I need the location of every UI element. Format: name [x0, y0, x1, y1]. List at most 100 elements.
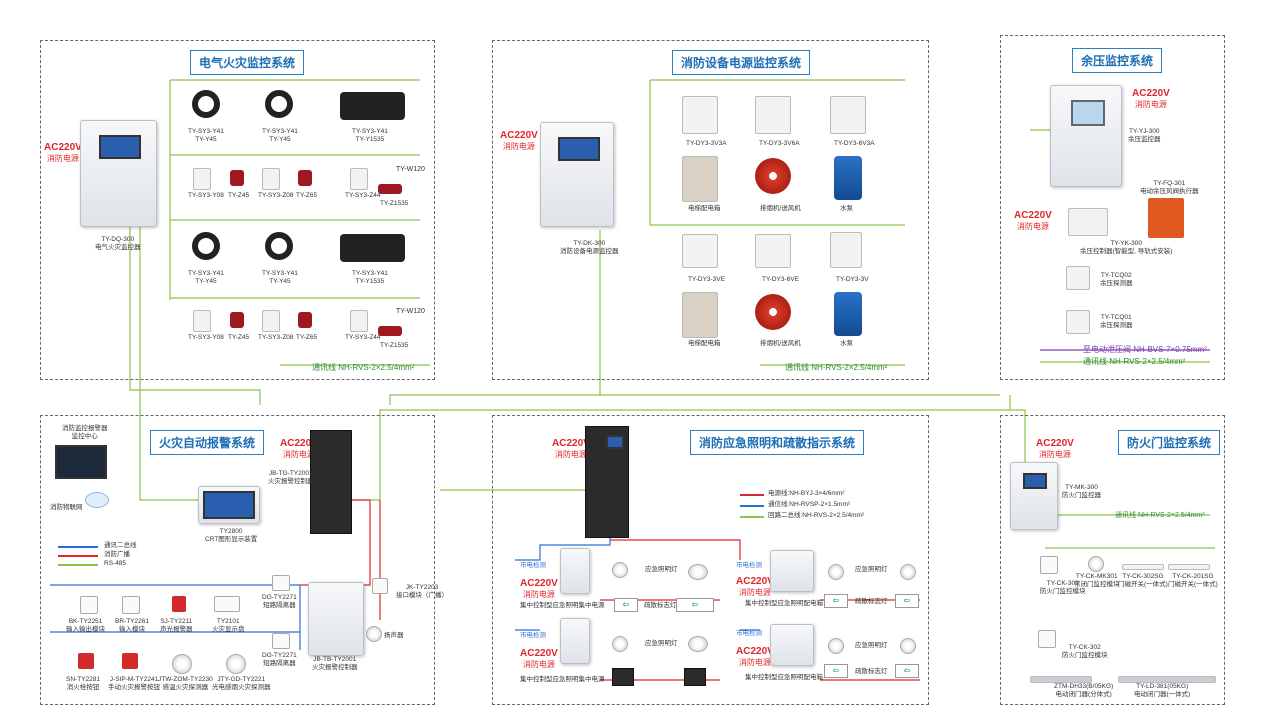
jb-tg-controller[interactable] — [310, 430, 352, 534]
door-magnet-1 — [1122, 564, 1164, 570]
mk300-label: TY-MK-300 防火门监控器 — [1062, 484, 1101, 499]
row2-label-6: TY-Z1535 — [380, 200, 409, 207]
tcq02-sensor — [1066, 266, 1090, 290]
door-closer-1 — [1030, 676, 1092, 683]
door-module-1 — [1040, 556, 1058, 574]
monitor-screen — [99, 135, 141, 159]
dk300-monitor[interactable] — [540, 122, 614, 227]
smoke-fan-icon — [755, 294, 791, 330]
fire-door-wire-note: 通讯线 NH-RVS-2×2.5/4mm² — [1115, 512, 1205, 519]
fd-d5: TY-CK-302 防火门监控模块 — [1062, 644, 1108, 659]
dg2-label: DG-TY2271 短路隔离器 — [262, 652, 297, 667]
crt-screen — [203, 491, 255, 519]
power-sensor — [682, 96, 718, 134]
power-monitor-panel — [492, 40, 929, 380]
io-module-icon — [80, 596, 98, 614]
monitor-screen — [558, 137, 600, 161]
dev2-label-1: SN-TY2281 消火栓按钮 — [66, 676, 100, 691]
isolator-1 — [272, 575, 290, 591]
module — [193, 168, 211, 190]
door-closer-2 — [1118, 676, 1216, 683]
monitor-screen — [1023, 473, 1047, 489]
power-monitor-title: 消防设备电源监控系统 — [672, 50, 811, 75]
power-sensor — [830, 96, 866, 134]
em-ac-2: AC220V 消防电源 — [520, 648, 558, 670]
central-power-2[interactable] — [560, 618, 590, 664]
legend-3: RS-485 — [104, 560, 127, 567]
fire-alarm-panel — [40, 415, 435, 705]
yj300-monitor[interactable] — [1050, 85, 1122, 187]
pm-bot-2: TY-DY3-6VE — [762, 276, 799, 283]
hydrant-button-icon — [78, 653, 94, 669]
ac-voltage: AC220V — [1132, 88, 1170, 99]
pm-top-eq-2: 排烟机/送风机 — [760, 205, 801, 212]
power-sensor — [682, 234, 718, 268]
door-magnet-2 — [1168, 564, 1210, 570]
ac-voltage: AC220V — [520, 578, 558, 589]
em-exit-1: 疏散标志灯 — [644, 602, 677, 609]
central-power-1[interactable] — [560, 548, 590, 594]
distribution-box-2[interactable] — [770, 624, 814, 666]
fq301-label: TY-FQ-301 电动余压风阀执行器 — [1140, 180, 1199, 195]
sound-light-alarm-icon — [172, 596, 186, 612]
em-legend-1: 电源线:NH-BYJ-3×4/6mm² — [768, 490, 845, 497]
ac-source: 消防电源 — [738, 588, 771, 597]
row4-label-2: TY-Z45 — [228, 334, 250, 341]
water-pump-icon — [834, 156, 862, 200]
yk300-controller — [1068, 208, 1108, 236]
jb-tb-controller[interactable] — [308, 582, 364, 656]
tcq01-sensor — [1066, 310, 1090, 334]
fd-d7: TY-LD-381(05KG) 电动闭门器(一体式) — [1134, 683, 1191, 698]
fire-door-panel — [1000, 415, 1225, 705]
distribution-box-1[interactable] — [770, 550, 814, 592]
emergency-lamp-icon — [688, 564, 708, 580]
fire-alarm-ac: AC220V 消防电源 — [280, 438, 318, 460]
em-city-1: 市电检测 — [520, 562, 546, 569]
fire-alarm-title: 火灾自动报警系统 — [150, 430, 265, 455]
tcq02-label: TY-TCQ02 余压探测器 — [1100, 272, 1133, 287]
door-module-3 — [1038, 630, 1056, 648]
legend-line-green — [740, 516, 764, 518]
emergency-lamp-icon — [828, 638, 844, 654]
ac-source: 消防电源 — [522, 660, 555, 669]
jk-label: JK-TY2203 接口模块（广播） — [396, 584, 448, 599]
yk300-label: TY-YK-300 余压控制器(智能型, 导轨式安装) — [1080, 240, 1173, 255]
residual-wire-1: 至电动泄压阀 NH-BVS-7×0.75mm² — [1083, 345, 1207, 354]
current-transformer-ring — [192, 232, 220, 260]
speaker-label: 扬声器 — [384, 632, 404, 639]
fire-door-ac: AC220V 消防电源 — [1036, 438, 1074, 460]
module — [262, 310, 280, 332]
ac-source: 消防电源 — [738, 658, 771, 667]
ac-source: 消防电源 — [1016, 222, 1049, 231]
row2-label-3: TY-SY3-Z08 — [258, 192, 294, 199]
row2-label-5: TY-SY3-Z44 — [345, 192, 381, 199]
ac-voltage: AC220V — [500, 130, 538, 141]
row1-label-2: TY-SY3-Y41 TY-Y45 — [262, 128, 298, 143]
legend-line-blue — [740, 505, 764, 507]
power-monitor-ac: AC220V 消防电源 — [500, 130, 538, 152]
water-pump-icon — [834, 292, 862, 336]
em-lamp-3: 应急照明灯 — [855, 566, 888, 573]
dev2-label-4: JTY-GD-TY2221 光电感烟火灾探测器 — [212, 676, 271, 691]
fd-d1: TY-CK-301 防火门监控模块 — [1040, 580, 1086, 595]
crt-label: TY2800 CRT图形显示装置 — [205, 528, 258, 543]
ac-source: 消防电源 — [554, 450, 587, 459]
fd-d6: ZTM-DH33(B/05KG) 电动闭门器(分体式) — [1054, 683, 1114, 698]
pressure-actuator — [1148, 198, 1184, 238]
pm-top-2: TY-DY3-3V6A — [759, 140, 800, 147]
mk300-monitor[interactable] — [1010, 462, 1058, 530]
cloud-label: 消防物联网 — [50, 504, 83, 511]
crt-display[interactable] — [198, 486, 260, 524]
row3-label-3: TY-SY3-Y41 TY-Y1535 — [352, 270, 388, 285]
ac-source: 消防电源 — [1134, 100, 1167, 109]
row2-label-2: TY-Z45 — [228, 192, 250, 199]
dq300-monitor[interactable] — [80, 120, 157, 227]
em-box1-label: 集中控制型应急照明集中电源 — [520, 602, 605, 609]
em-lamp-4: 应急照明灯 — [855, 642, 888, 649]
emergency-controller-cabinet[interactable] — [585, 426, 629, 538]
legend-line-blue — [58, 546, 98, 548]
fire-display-panel-icon — [214, 596, 240, 612]
electric-fire-wire-note: 通讯线 NH-RVS-2×2.5/4mm² — [312, 363, 415, 372]
w120-label-1: TY-W120 — [396, 166, 425, 173]
smoke-fan-icon — [755, 158, 791, 194]
